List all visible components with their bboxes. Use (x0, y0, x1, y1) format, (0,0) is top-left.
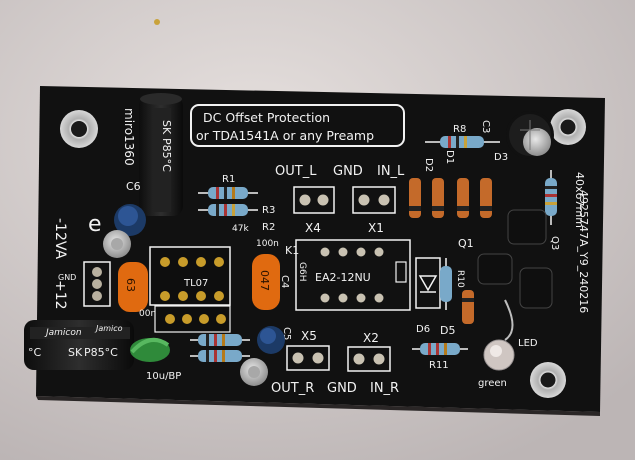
board-size-label: 40x67mm (573, 172, 586, 228)
transistor-q1 (477, 253, 513, 285)
connector-x2 (347, 346, 391, 372)
label-k1: K1 (285, 244, 299, 257)
author-label: miro1360 (122, 108, 136, 166)
label-r8: R8 (453, 124, 466, 135)
e-glyph: e (88, 212, 102, 237)
label-led-color: green (478, 378, 507, 389)
pcb-shadow-edge (36, 396, 600, 416)
mounting-hole-tr (550, 109, 586, 145)
cap-brand-c1: SK (160, 120, 173, 135)
cap-rating-left-2: P85°C (84, 346, 118, 359)
label-d1: D1 (444, 150, 455, 164)
resistor-r10 (440, 258, 452, 310)
transistor-q3 (507, 209, 547, 245)
ic-socket: TL07 (149, 246, 231, 306)
electrolytic-cap-c1: SK P85°C (139, 93, 183, 216)
label-x4: X4 (305, 221, 321, 235)
gnd-small-label: GND (58, 273, 76, 282)
dust-speck (154, 19, 160, 25)
label-gnd-top: GND (333, 164, 363, 179)
tantalum-cap-left: 63 (118, 262, 148, 312)
label-q3: Q3 (549, 236, 560, 250)
power-connector (83, 261, 111, 307)
relay-footprint (295, 239, 411, 311)
label-r11: R11 (429, 360, 449, 371)
label-100n-left: 00n (139, 309, 156, 319)
label-q1: Q1 (458, 237, 474, 250)
label-x2: X2 (363, 331, 379, 345)
label-r2: R2 (262, 222, 275, 233)
label-gnd-bottom: GND (327, 381, 357, 396)
board-id-label: 4925747A_Y9_240216 (577, 190, 590, 313)
title-box (190, 104, 405, 147)
bipolar-cap-10u (130, 337, 170, 362)
ceramic-cap-bottom (257, 326, 285, 354)
small-cap-bottom (240, 358, 268, 386)
led-green (483, 339, 515, 371)
diode-d5 (462, 290, 474, 324)
mounting-hole-br (530, 362, 566, 398)
connector-x1 (352, 186, 396, 214)
label-c5: C5 (281, 327, 292, 340)
label-x5: X5 (301, 329, 317, 343)
ic-label: TL07 (183, 278, 208, 289)
resistor-r11 (412, 343, 468, 355)
resistor-bottom-b (190, 350, 250, 362)
mounting-hole-tl (60, 110, 98, 148)
resistor-right (545, 170, 557, 225)
supply-pos-label: +12 (52, 280, 68, 310)
transistor-q2 (519, 267, 553, 309)
cap-brand-left: SK (68, 346, 83, 359)
ceramic-cap-c6 (114, 204, 146, 236)
ic-socket-lower (154, 305, 231, 333)
label-in-r: IN_R (370, 381, 399, 396)
label-c6: C6 (126, 180, 141, 193)
label-in-l: IN_L (377, 164, 405, 179)
label-r10: R10 (455, 270, 465, 288)
label-x1: X1 (368, 221, 384, 235)
cap-rating-c1: P85°C (160, 138, 173, 172)
jamicon-label: Jamicon (44, 328, 82, 338)
tant-value-left: 63 (124, 278, 137, 292)
label-d5: D5 (440, 324, 455, 337)
relay-model: EA2-12NU (315, 271, 371, 284)
label-r1: R1 (222, 174, 235, 185)
label-c4: C4 (279, 275, 290, 288)
resistor-r1 (198, 187, 258, 199)
resistor-r2 (198, 204, 258, 216)
cap-value-10u: 10u/BP (146, 371, 181, 382)
label-r3: R3 (262, 205, 275, 216)
label-led: LED (518, 338, 538, 349)
connector-x5 (286, 345, 330, 371)
tantalum-cap-right: 047 (252, 254, 280, 310)
connector-x4 (293, 186, 335, 214)
resistor-bottom-a (190, 334, 250, 346)
label-out-r: OUT_R (271, 381, 314, 396)
cap-rating-left: °C (28, 346, 42, 359)
supply-neg-label: -12VA (52, 218, 68, 260)
tant-value-right: 047 (258, 270, 271, 291)
label-c3: C3 (480, 120, 491, 133)
label-out-l: OUT_L (275, 164, 317, 179)
small-cap-top (103, 230, 131, 258)
title-line-1: DC Offset Protection (203, 110, 330, 125)
diode-row (409, 178, 492, 218)
label-d6: D6 (416, 324, 430, 335)
electrolytic-cap-c3 (506, 111, 554, 159)
relay-g6h: G6H (297, 262, 307, 281)
label-d3: D3 (494, 152, 508, 163)
electrolytic-cap-jamicon: Jamicon Jamico °C SK P85°C (24, 320, 134, 370)
label-d2: D2 (423, 158, 434, 172)
label-47k: 47k (232, 224, 249, 234)
jumper-wire (504, 299, 514, 341)
resistor-r8 (425, 136, 500, 148)
label-100n: 100n (256, 239, 279, 249)
title-line-2: or TDA1541A or any Preamp (196, 128, 374, 143)
jamicon-label-2: Jamico (94, 324, 123, 333)
